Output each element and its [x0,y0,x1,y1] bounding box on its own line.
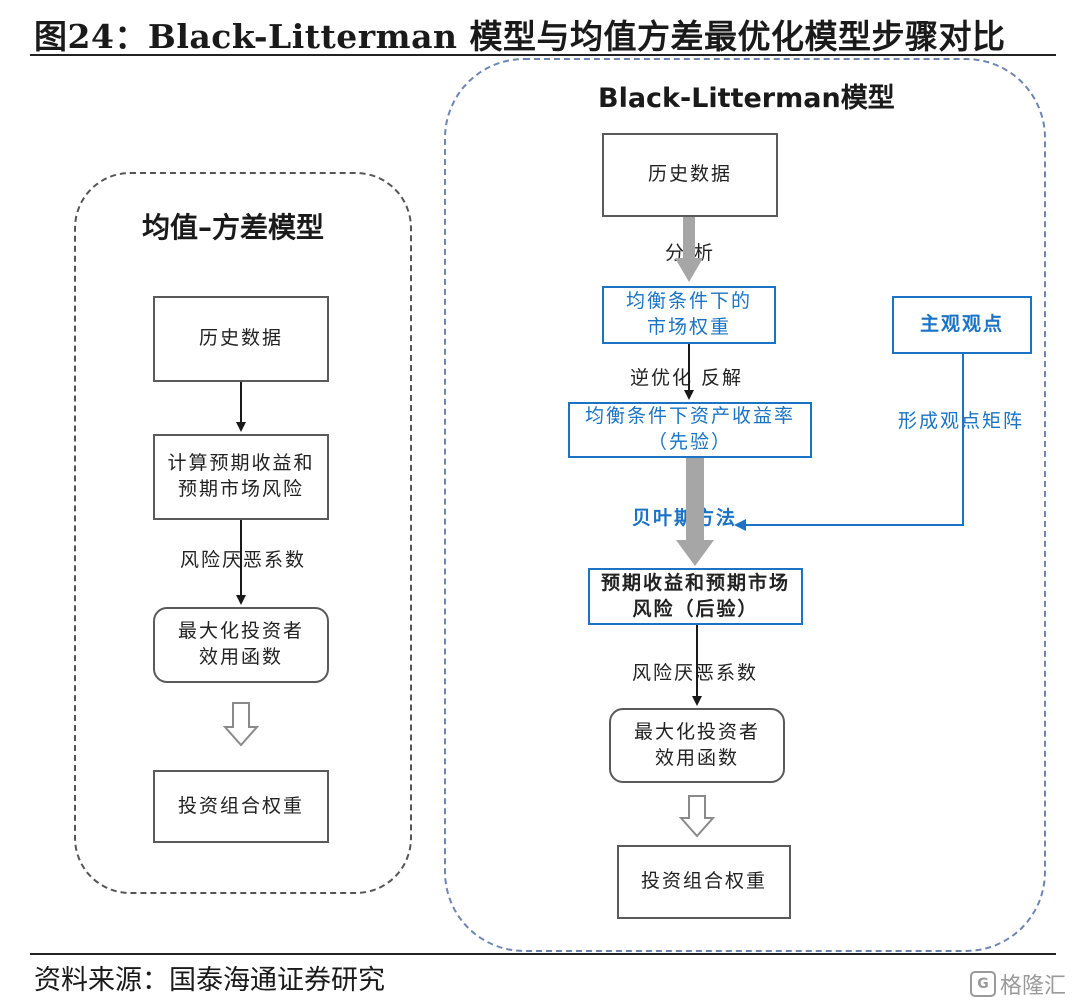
right-gray-arrow-bayes [676,458,714,566]
right-portfolio-weights-text: 投资组合权重 [640,870,767,893]
views-to-bayes-connector [734,354,964,531]
right-maximize-utility-box: 最大化投资者 效用函数 [609,708,785,783]
right-history-data-box: 历史数据 [602,133,778,217]
left-portfolio-weights-box: 投资组合权重 [153,770,329,843]
mean-variance-panel [74,172,412,894]
left-history-data-box: 历史数据 [153,296,329,382]
left-calc-line2: 预期市场风险 [177,478,304,500]
right-maximize-line2: 效用函数 [654,746,739,769]
subjective-views-text: 主观观点 [919,313,1004,336]
left-maximize-utility-box: 最大化投资者 效用函数 [153,607,329,683]
posterior-box: 预期收益和预期市场 风险（后验） [588,568,803,625]
source-note: 资料来源：国泰海通证券研究 [34,965,385,996]
right-maximize-line1: 最大化投资者 [633,720,760,743]
watermark-text: 格隆汇 [999,974,1066,999]
reverse-optimization-label: 逆优化 反解 [630,367,744,389]
left-maximize-line2: 效用函数 [198,646,283,668]
subjective-views-box: 主观观点 [892,296,1032,354]
right-gray-arrow-analysis [675,217,703,282]
mean-variance-title: 均值–方差模型 [142,211,325,244]
black-litterman-title: Black-Litterman模型 [598,83,895,114]
right-hollow-arrow-icon [678,795,716,838]
watermark-logo-icon: G [969,971,996,997]
left-calc-line1: 计算预期收益和 [167,452,315,475]
posterior-line2: 风险（后验） [632,597,759,620]
right-risk-aversion-label: 风险厌恶系数 [632,662,759,684]
posterior-line1: 预期收益和预期市场 [600,571,790,594]
equilibrium-market-weights-box: 均衡条件下的 市场权重 [602,286,776,344]
prior-line1: 均衡条件下资产收益率 [584,405,795,428]
bayesian-method-label: 贝叶斯方法 [632,507,738,529]
equilibrium-line2: 市场权重 [646,316,731,338]
title-rule [30,54,1056,56]
watermark: G 格隆汇 [969,968,1066,1000]
right-portfolio-weights-box: 投资组合权重 [617,845,791,919]
left-calc-expected-box: 计算预期收益和 预期市场风险 [153,434,329,520]
prior-returns-box: 均衡条件下资产收益率 （先验） [568,402,812,458]
view-matrix-label: 形成观点矩阵 [898,410,1025,432]
black-litterman-panel [444,58,1046,952]
source-rule [30,953,1056,955]
right-history-data-text: 历史数据 [647,163,732,186]
left-portfolio-weights-text: 投资组合权重 [177,794,304,817]
left-history-data-text: 历史数据 [198,327,283,350]
prior-line2: （先验） [647,431,732,453]
left-risk-aversion-label: 风险厌恶系数 [180,549,307,571]
equilibrium-line1: 均衡条件下的 [625,290,752,313]
left-hollow-arrow-icon [222,702,260,747]
left-maximize-line1: 最大化投资者 [177,620,304,643]
figure-title: 图24：Black-Litterman 模型与均值方差最优化模型步骤对比 [34,17,1006,56]
